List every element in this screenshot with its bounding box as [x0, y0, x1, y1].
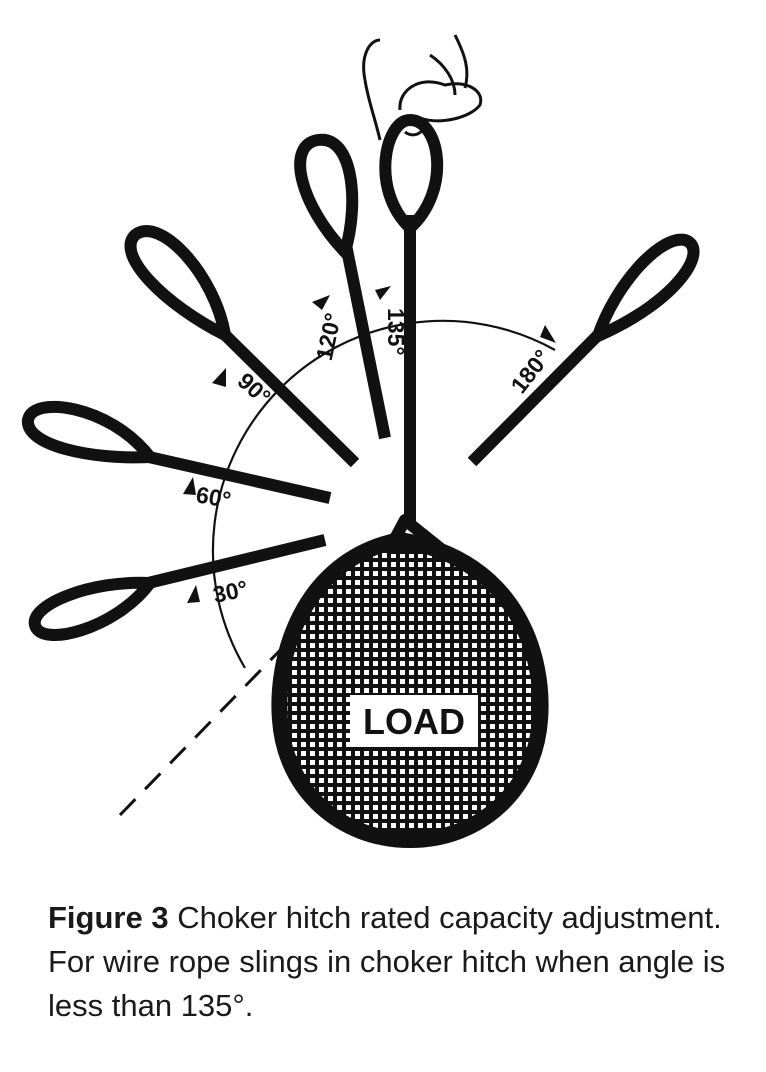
- figure-caption-text: Choker hitch rated capacity adjustment. …: [48, 900, 726, 1023]
- angle-label-120: 120°: [311, 311, 346, 363]
- sling-60: [22, 400, 332, 504]
- sling-135: [379, 113, 444, 528]
- choker-hitch-diagram: LOAD 30° 60°: [22, 34, 700, 849]
- figure-caption: Figure 3 Choker hitch rated capacity adj…: [48, 896, 748, 1028]
- figure-number: Figure 3: [48, 900, 169, 935]
- sling-180: [467, 233, 700, 467]
- angle-label-135: 135°: [383, 308, 409, 356]
- angle-label-30: 30°: [211, 575, 250, 608]
- reference-dashed-line: [118, 638, 292, 817]
- load-bag: LOAD: [271, 531, 549, 849]
- load-label: LOAD: [363, 701, 465, 742]
- hand-illustration: [362, 34, 483, 141]
- sling-120: [294, 133, 391, 440]
- arc-arrowheads: [183, 286, 556, 603]
- sling-30: [28, 534, 327, 641]
- sling-90: [124, 225, 360, 468]
- choker-eye: [384, 514, 446, 554]
- angle-label-60: 60°: [194, 481, 233, 513]
